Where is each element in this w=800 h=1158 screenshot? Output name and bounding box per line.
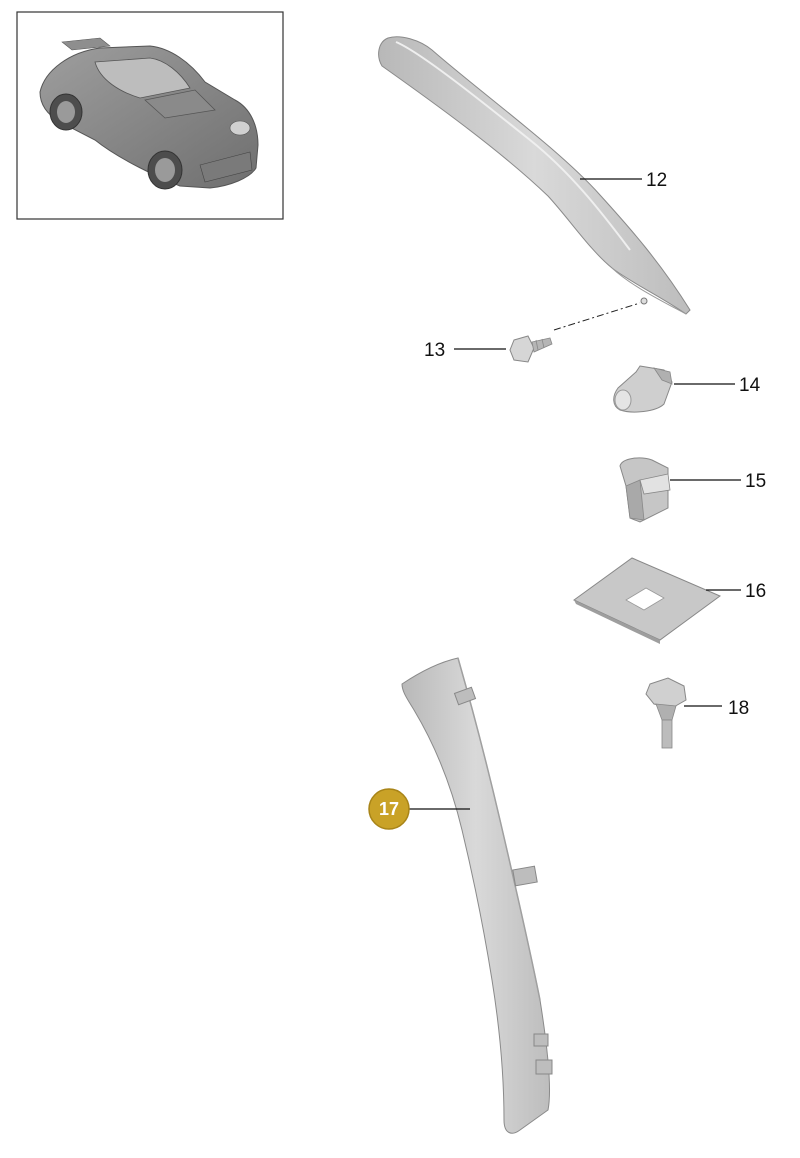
part-13-screw: [509, 335, 553, 363]
car-illustration: [39, 37, 259, 190]
part-number-17[interactable]: 17: [379, 799, 399, 819]
highlighted-callout-17[interactable]: 17: [368, 788, 410, 830]
part-number-12: 12: [646, 170, 667, 191]
part-number-18: 18: [728, 698, 749, 719]
part-12-pillar-trim: [378, 36, 691, 315]
part-16-pad: [573, 557, 721, 644]
part-15-retaining-clip: [619, 457, 671, 523]
part-number-13: 13: [424, 340, 445, 361]
part-number-15: 15: [745, 471, 766, 492]
part-number-14: 14: [739, 375, 761, 396]
callout-badge[interactable]: [368, 788, 410, 830]
vehicle-thumbnail: [16, 11, 284, 220]
part-17-lower-pillar-trim: [401, 657, 553, 1134]
part-14-plug: [613, 365, 673, 413]
part-number-16: 16: [745, 581, 766, 602]
part-18-push-pin: [645, 677, 687, 749]
clip-hole: [640, 297, 648, 305]
